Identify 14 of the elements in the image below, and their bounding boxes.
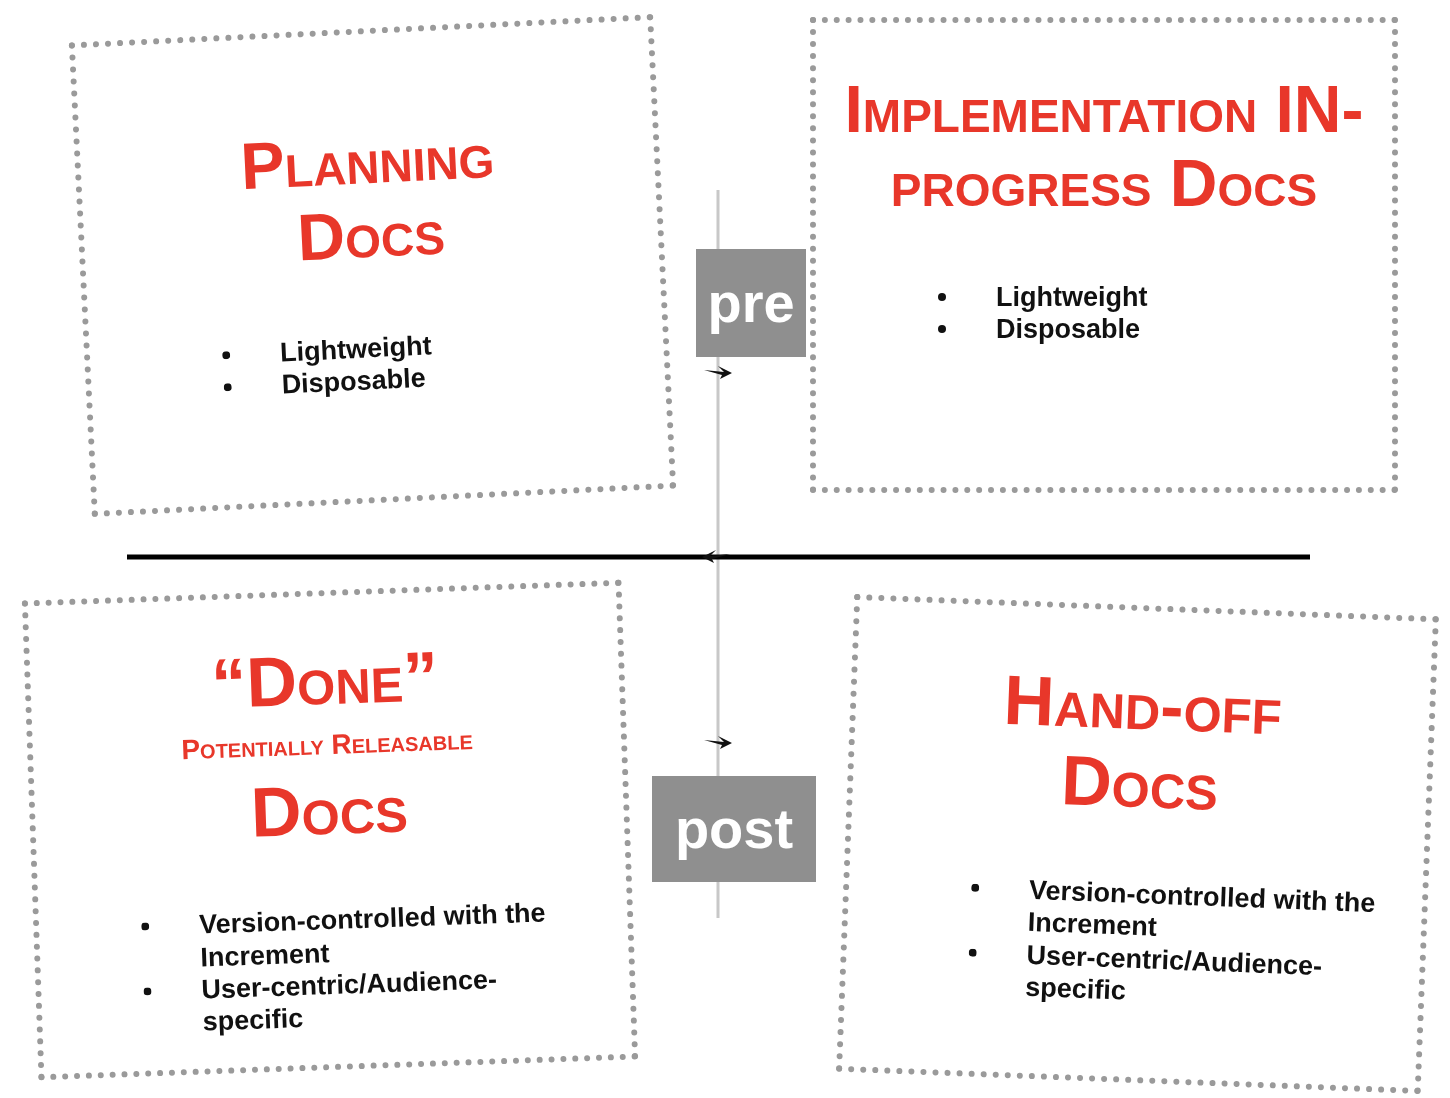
card-heading: Docs: [249, 768, 409, 852]
phase-label: post: [652, 776, 816, 882]
card-heading: Hand-off Docs: [1001, 659, 1285, 828]
bullet-text: Lightweight: [279, 330, 433, 368]
card-heading: “Done”: [210, 637, 440, 724]
card-heading: Potentially Releasable: [180, 724, 474, 766]
note-card: [810, 17, 1398, 493]
bullet-text: Disposable: [996, 314, 1141, 345]
card-heading: Implementation IN-progress Docs: [843, 73, 1365, 221]
card-heading: Planning Docs: [237, 116, 497, 277]
bullet-text: User-centric/Audience-specific: [1024, 939, 1323, 1006]
bullet-text: Version-controlled with the Increment: [1027, 874, 1376, 942]
phase-label: pre: [696, 249, 806, 357]
bullet-text: Lightweight: [996, 281, 1148, 312]
